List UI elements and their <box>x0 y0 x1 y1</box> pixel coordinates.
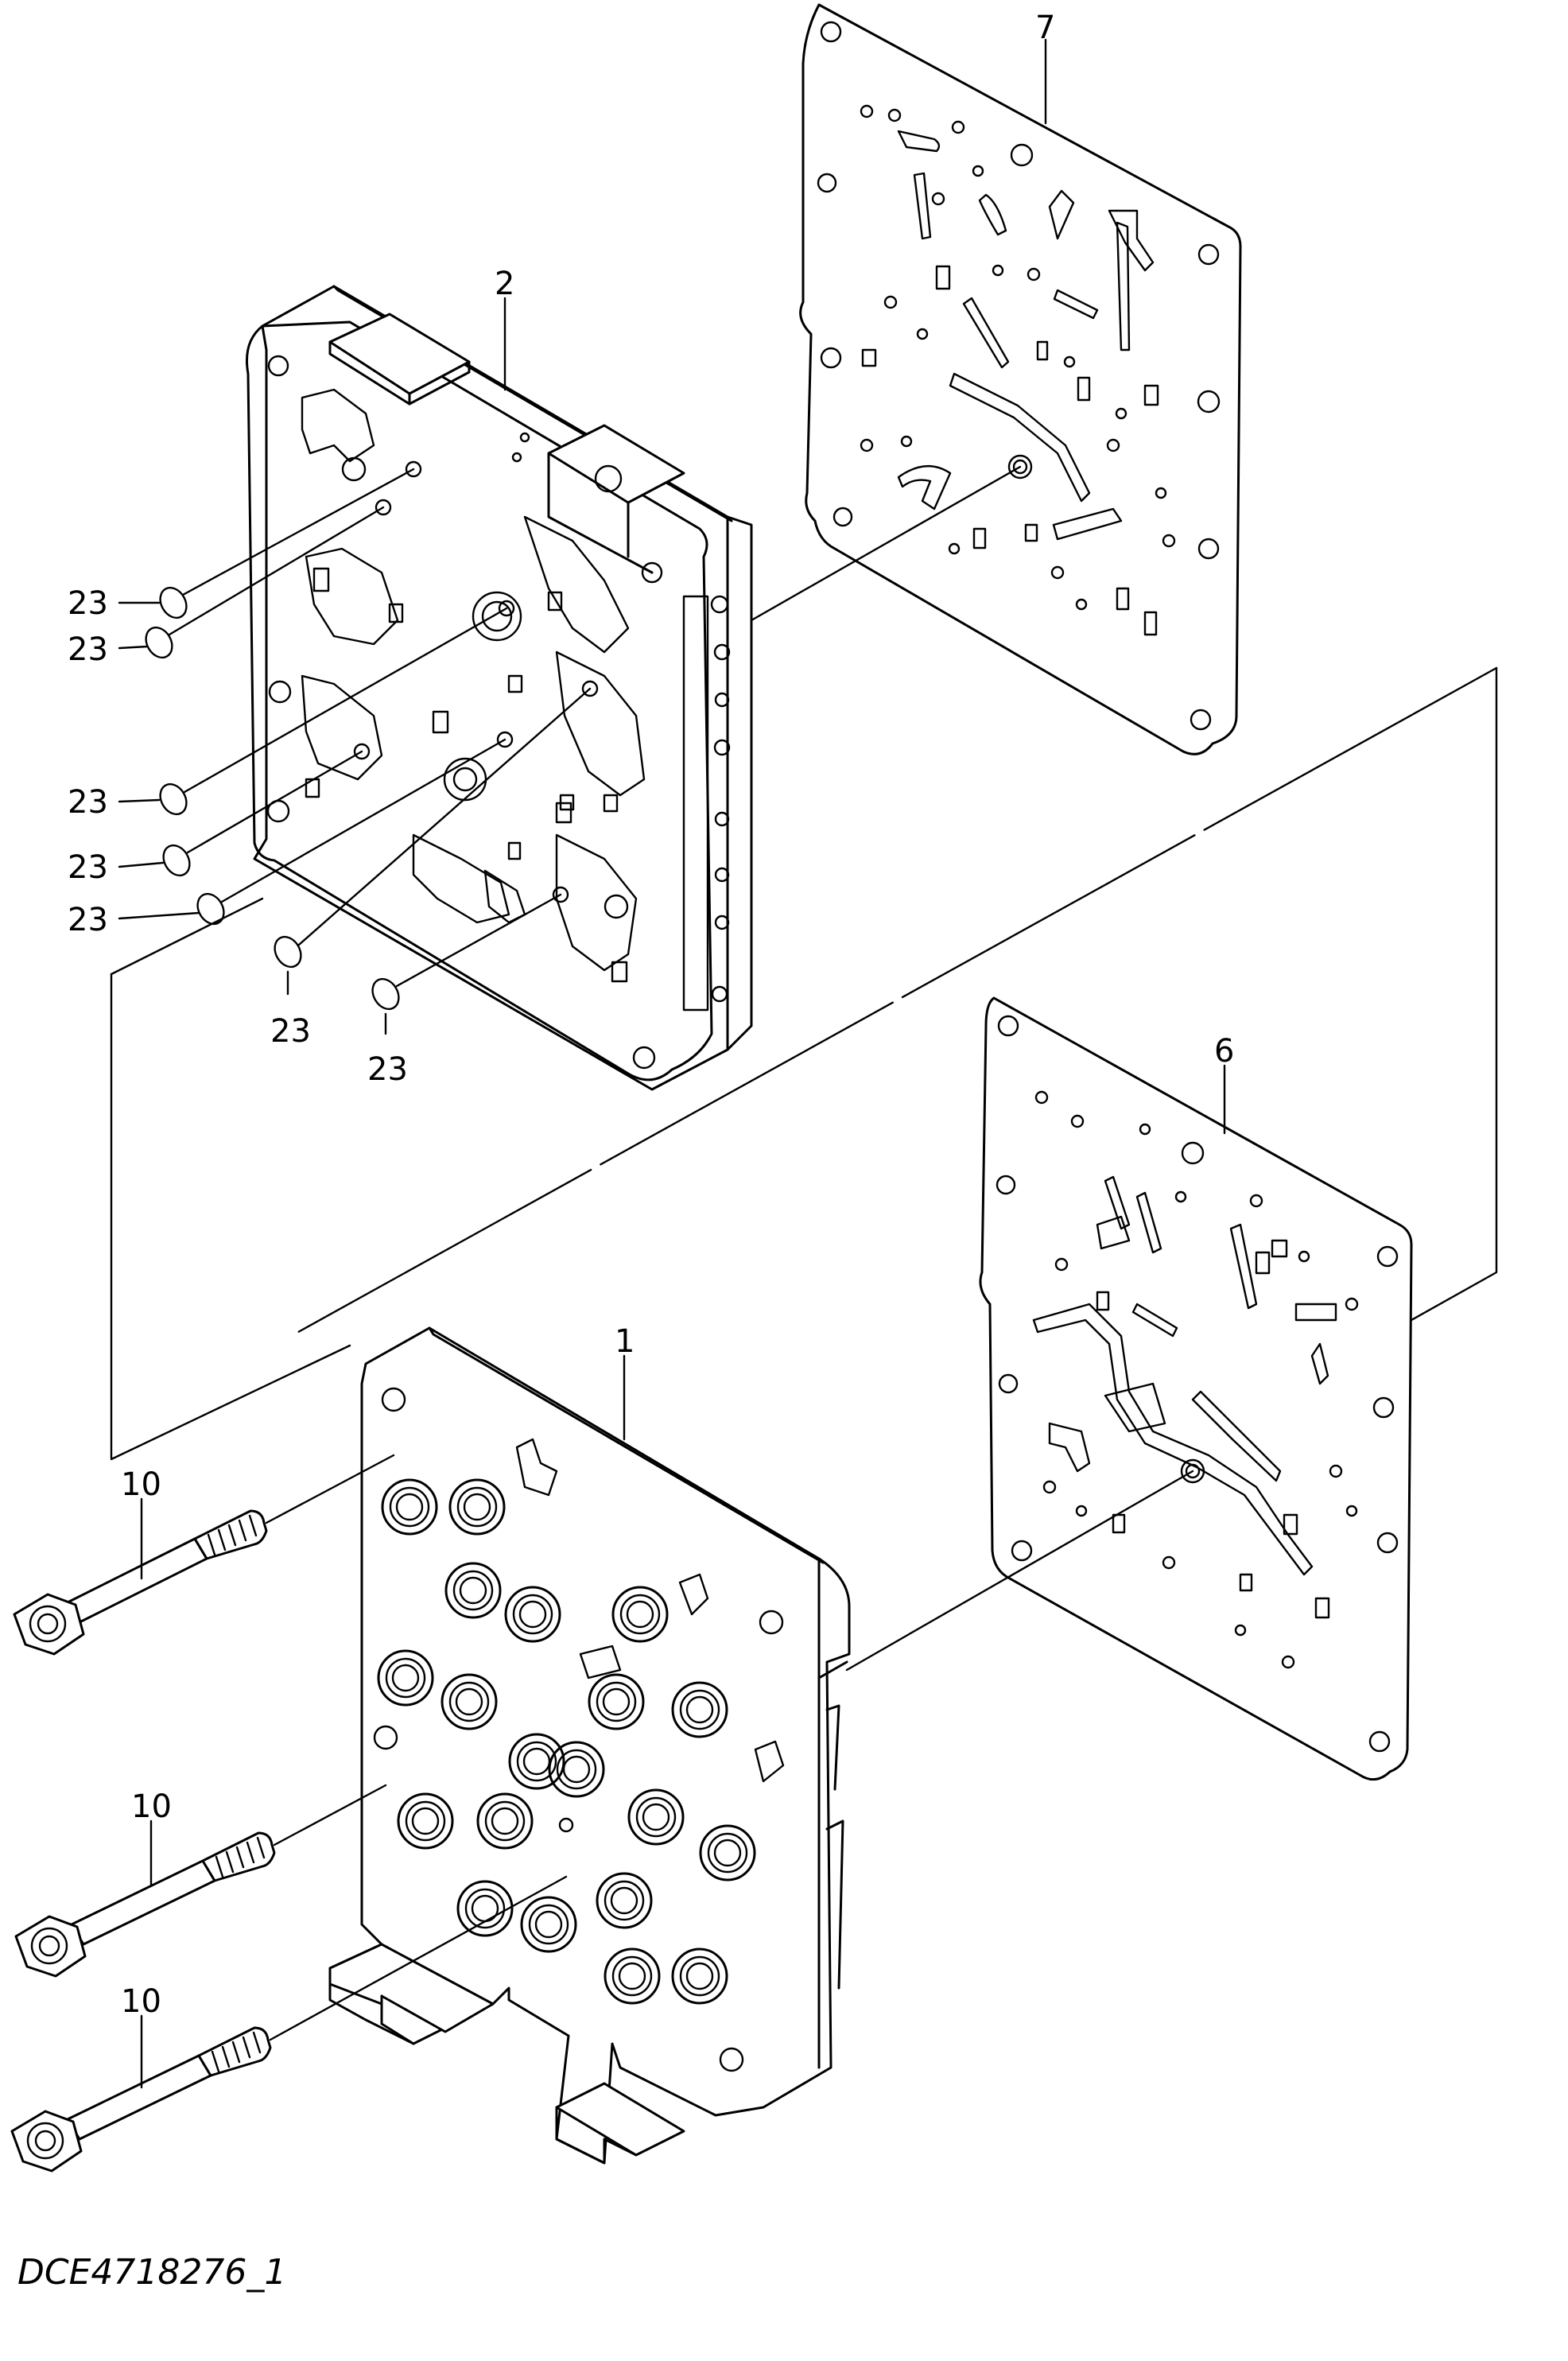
callout-1: 1 <box>615 1323 635 1360</box>
bolt-10-top <box>13 1509 268 1656</box>
callout-10-top: 10 <box>121 1466 161 1503</box>
callout-10-middle: 10 <box>131 1788 172 1825</box>
callout-10-bottom: 10 <box>121 1983 161 2020</box>
callout-6: 6 <box>1214 1033 1234 1070</box>
bolt-10-bottom <box>10 2026 272 2173</box>
callout-23-e: 23 <box>68 902 108 938</box>
diagram-id-label: DCE4718276_1 <box>17 2252 286 2293</box>
threaded-ports <box>377 1478 756 2005</box>
callout-23-b: 23 <box>68 631 108 668</box>
callout-labels: 2 7 6 1 10 10 10 23 23 23 23 23 23 23 <box>68 10 1234 2020</box>
bolt-10-middle <box>14 1831 276 1978</box>
valve-body-2 <box>245 285 753 1091</box>
callout-23-f: 23 <box>270 1013 311 1050</box>
callout-23-c: 23 <box>68 784 108 821</box>
screen-filters-23 <box>145 586 400 1011</box>
separator-plate-6 <box>979 996 1413 1781</box>
callout-7: 7 <box>1035 10 1055 46</box>
valve-housing-1 <box>328 1326 851 2165</box>
leader-lines <box>110 38 1498 2089</box>
callout-2: 2 <box>495 266 514 302</box>
callout-23-a: 23 <box>68 585 108 622</box>
callout-23-d: 23 <box>68 849 108 886</box>
separator-plate-7 <box>799 3 1242 755</box>
callout-23-g: 23 <box>367 1051 408 1088</box>
